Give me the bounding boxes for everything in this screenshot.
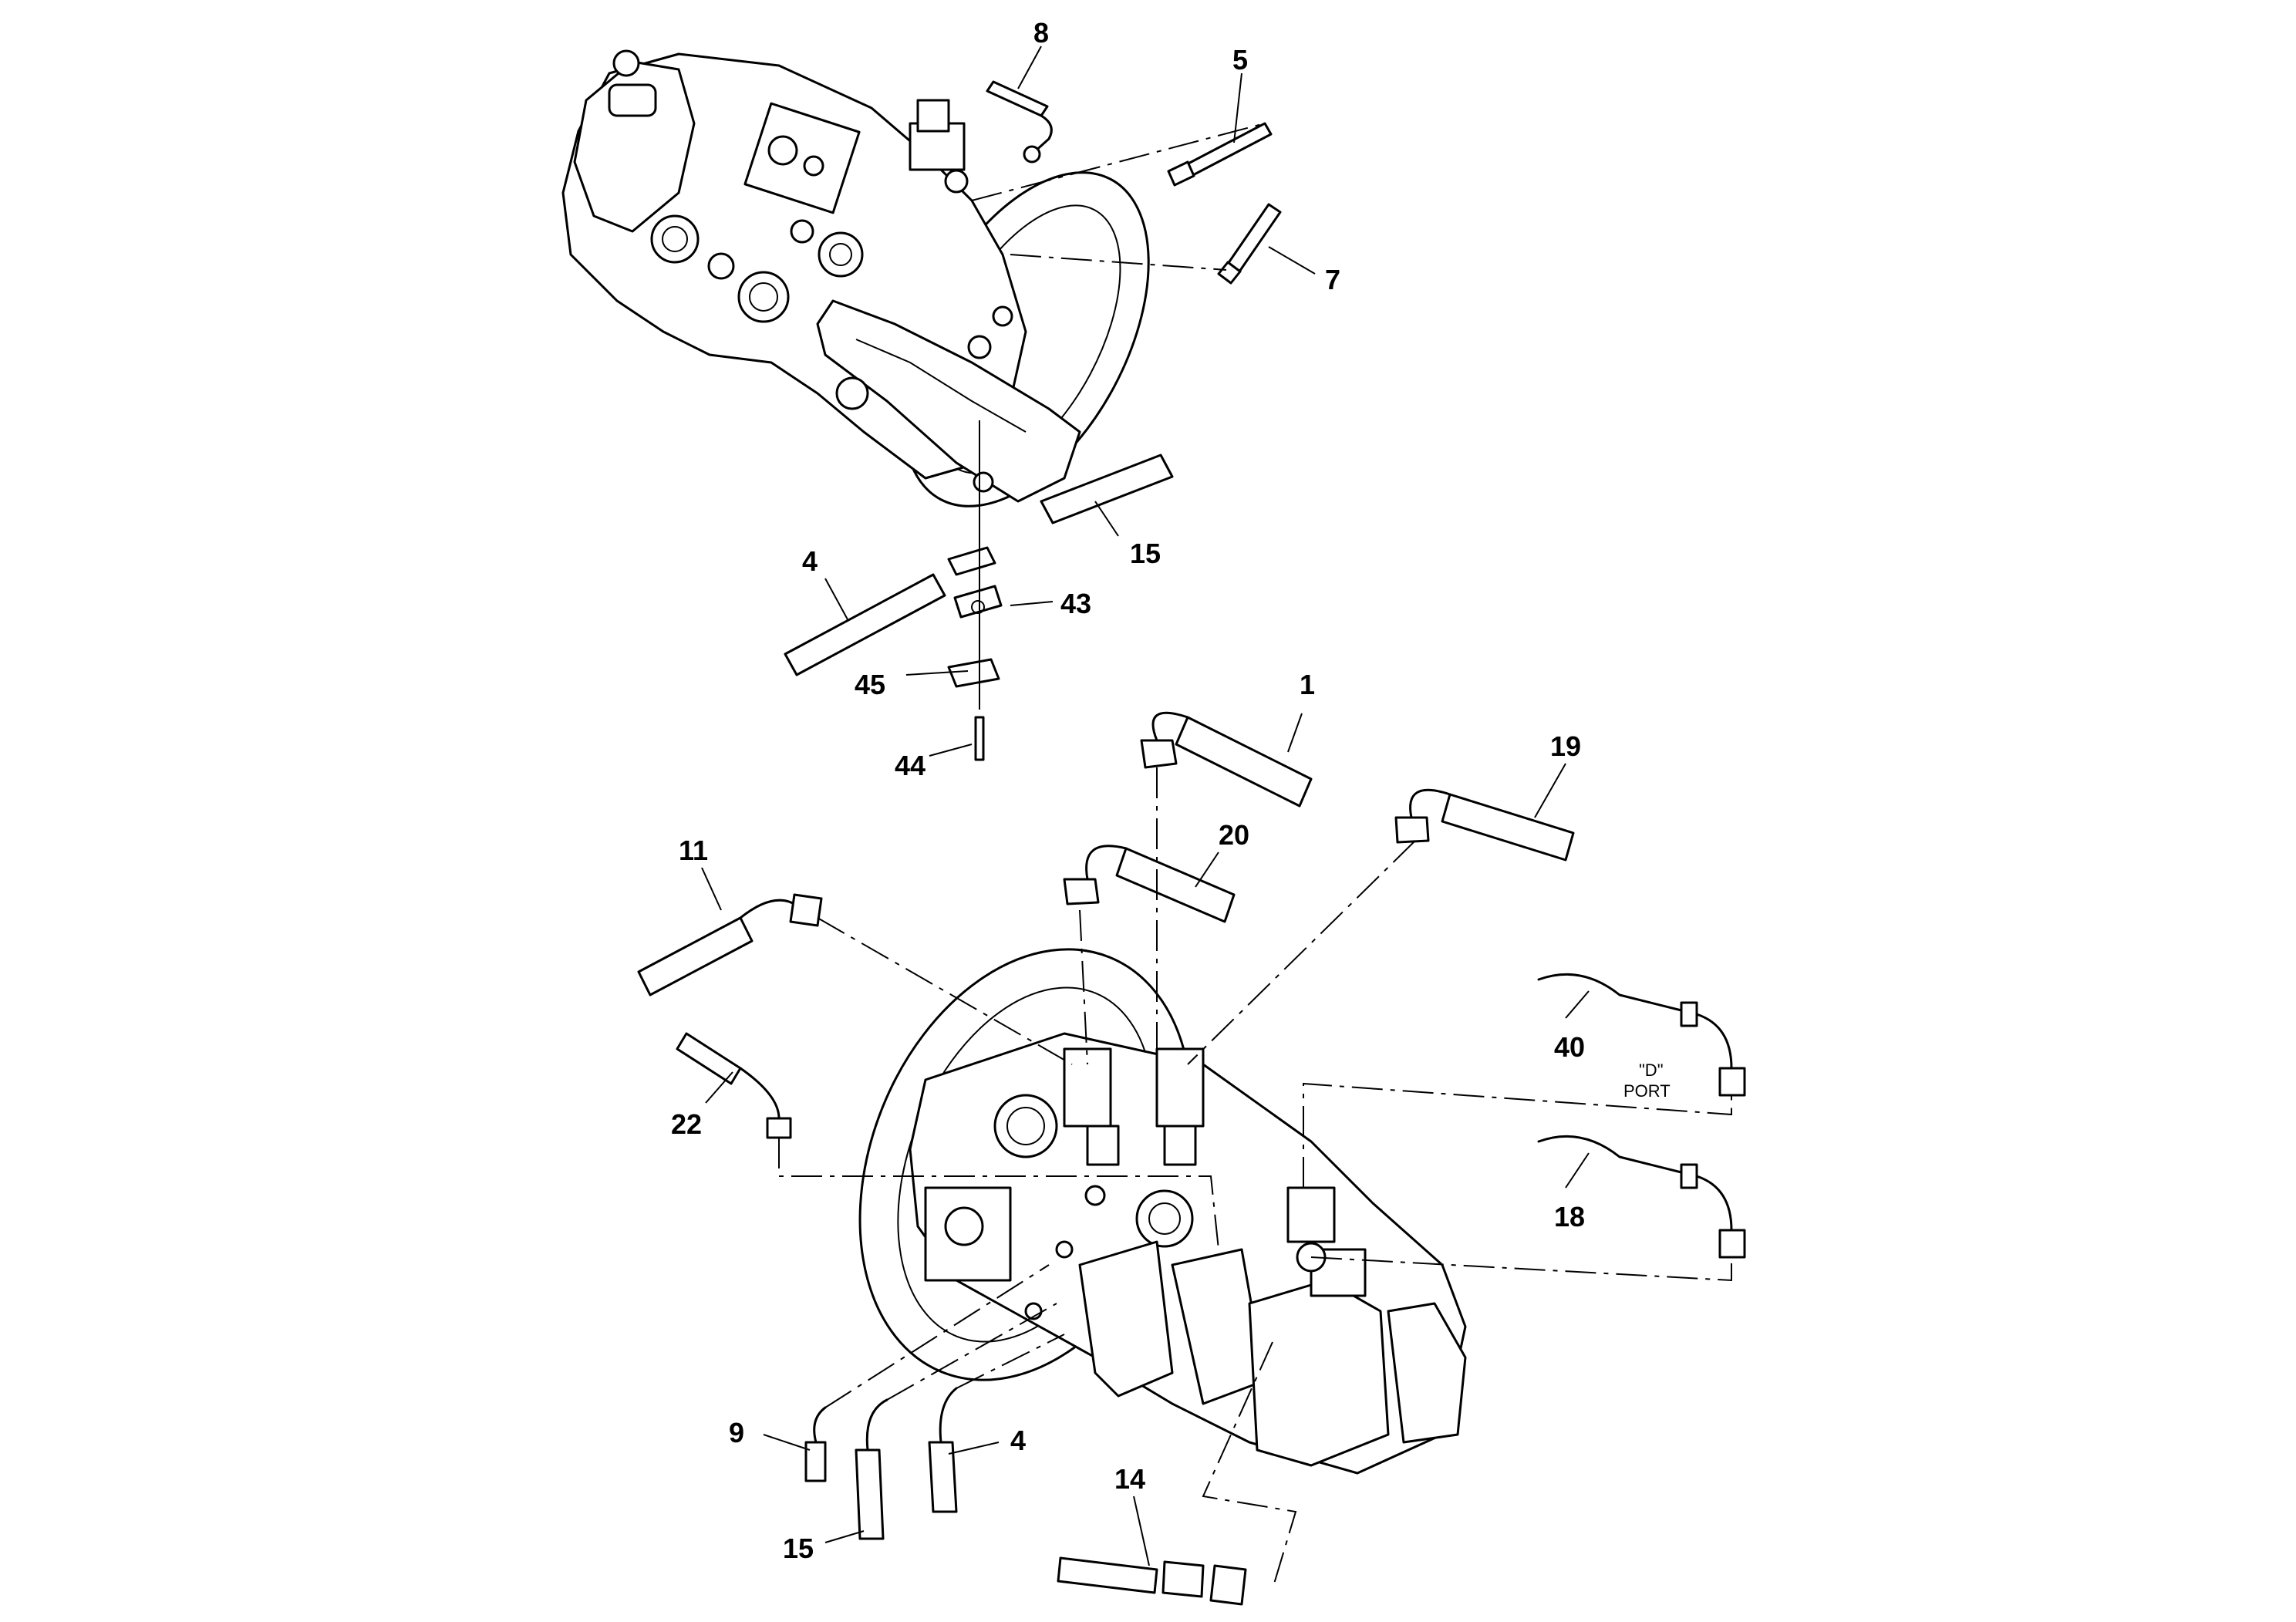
- hose-8: [986, 80, 1053, 164]
- port-note-line2: PORT: [1623, 1081, 1671, 1101]
- callout-leaders: [701, 46, 1590, 1566]
- hose-11: [637, 893, 823, 996]
- hose-5: [1167, 122, 1273, 187]
- callout-7: 7: [1325, 264, 1340, 295]
- hose-20: [1063, 845, 1236, 923]
- callout-8: 8: [1033, 17, 1049, 49]
- hose-7: [1217, 203, 1282, 285]
- callout-4-lower: 4: [1010, 1425, 1026, 1456]
- hose-19: [1394, 788, 1575, 862]
- clamp-stack: [784, 420, 1174, 761]
- callout-44: 44: [895, 750, 925, 781]
- port-note-line1: "D": [1639, 1061, 1664, 1080]
- callout-9: 9: [729, 1417, 744, 1448]
- callout-19: 19: [1550, 730, 1581, 762]
- hose-1: [1140, 711, 1313, 808]
- callout-45: 45: [855, 669, 885, 700]
- callout-5: 5: [1232, 44, 1248, 76]
- lower-pump-assembly: [858, 948, 1467, 1475]
- callout-22: 22: [671, 1108, 702, 1140]
- dashed-connections: [778, 123, 1732, 1590]
- callout-11: 11: [679, 835, 708, 866]
- callout-15-upper: 15: [1130, 538, 1161, 569]
- callout-40: 40: [1554, 1031, 1585, 1063]
- callout-labels: 8 5 7 4 15 43 45 44 1 19 20 11 40 22 18 …: [671, 17, 1671, 1564]
- callout-1: 1: [1300, 669, 1315, 700]
- callout-15-lower: 15: [783, 1533, 814, 1564]
- hose-22: [676, 1032, 792, 1139]
- hose-40: [1537, 973, 1746, 1097]
- callout-20: 20: [1219, 819, 1249, 851]
- hoses-9-15-4: [804, 1387, 958, 1540]
- hose-18: [1537, 1135, 1746, 1259]
- callout-18: 18: [1554, 1201, 1585, 1233]
- callout-14: 14: [1114, 1463, 1145, 1495]
- hose-14: [1057, 1556, 1247, 1606]
- callout-4-upper: 4: [802, 545, 818, 577]
- upper-pump-assembly: [561, 49, 1150, 508]
- callout-43: 43: [1060, 588, 1091, 619]
